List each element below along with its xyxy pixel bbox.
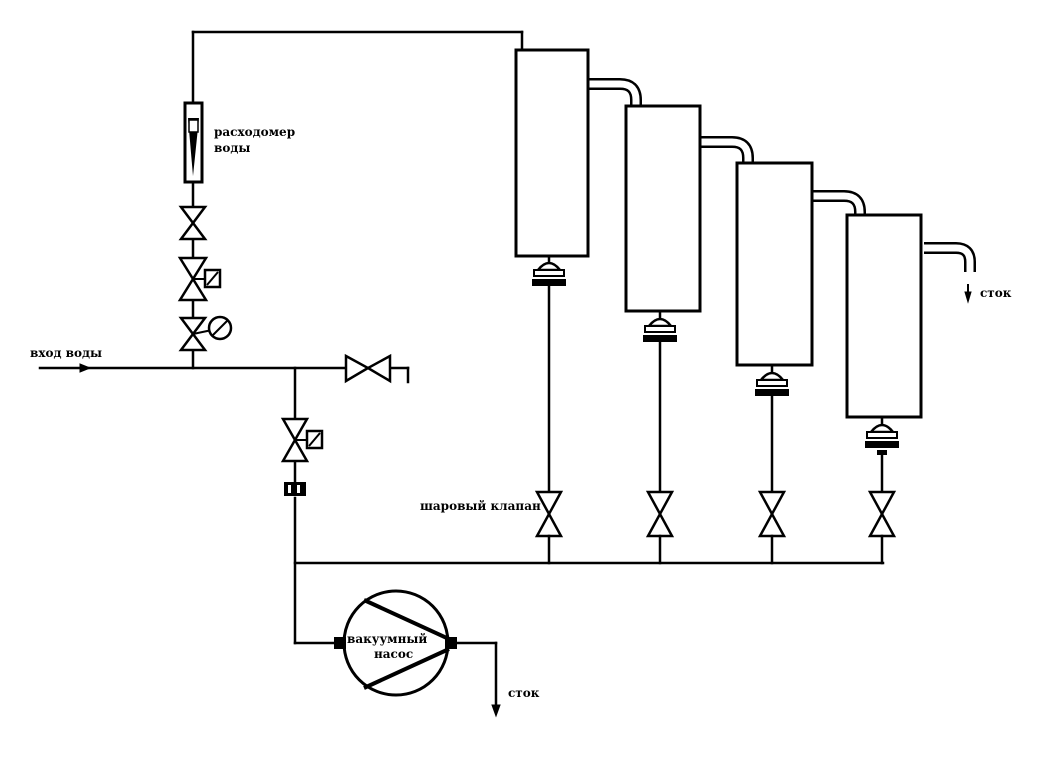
tank-overflow-connectors bbox=[588, 78, 976, 272]
vacuum-pump bbox=[334, 589, 457, 697]
water-inlet-label: вход воды bbox=[30, 346, 102, 360]
pump-inlet-port bbox=[334, 637, 346, 649]
vacuum-branch-line bbox=[293, 366, 885, 645]
flowmeter bbox=[183, 101, 204, 184]
column-2 bbox=[624, 104, 702, 565]
drain-label-top: сток bbox=[980, 286, 1012, 300]
bypass-valve bbox=[344, 353, 392, 384]
pump-drain-line bbox=[455, 641, 501, 718]
solenoid-valve-lower bbox=[280, 417, 324, 463]
pump-outlet-port bbox=[445, 637, 457, 649]
flowmeter-feed-line bbox=[191, 30, 524, 370]
drain-arrow-top bbox=[964, 284, 972, 304]
pump-label-line2: насос bbox=[374, 647, 413, 661]
column-4 bbox=[845, 213, 923, 565]
ball-valve-label: шаровый клапан bbox=[420, 499, 541, 513]
column-1 bbox=[514, 48, 590, 565]
pump-label-line1: вакуумный bbox=[347, 632, 427, 646]
flowmeter-label-line2: воды bbox=[214, 141, 250, 155]
manual-valve-top bbox=[178, 205, 208, 241]
solenoid-valve-upper bbox=[177, 256, 222, 302]
flowmeter-label-line1: расходомер bbox=[214, 125, 295, 139]
pressure-regulator-valve bbox=[178, 315, 233, 352]
column-3 bbox=[735, 161, 814, 565]
drain-label-bottom: сток bbox=[508, 686, 540, 700]
filter-connector bbox=[284, 482, 306, 496]
